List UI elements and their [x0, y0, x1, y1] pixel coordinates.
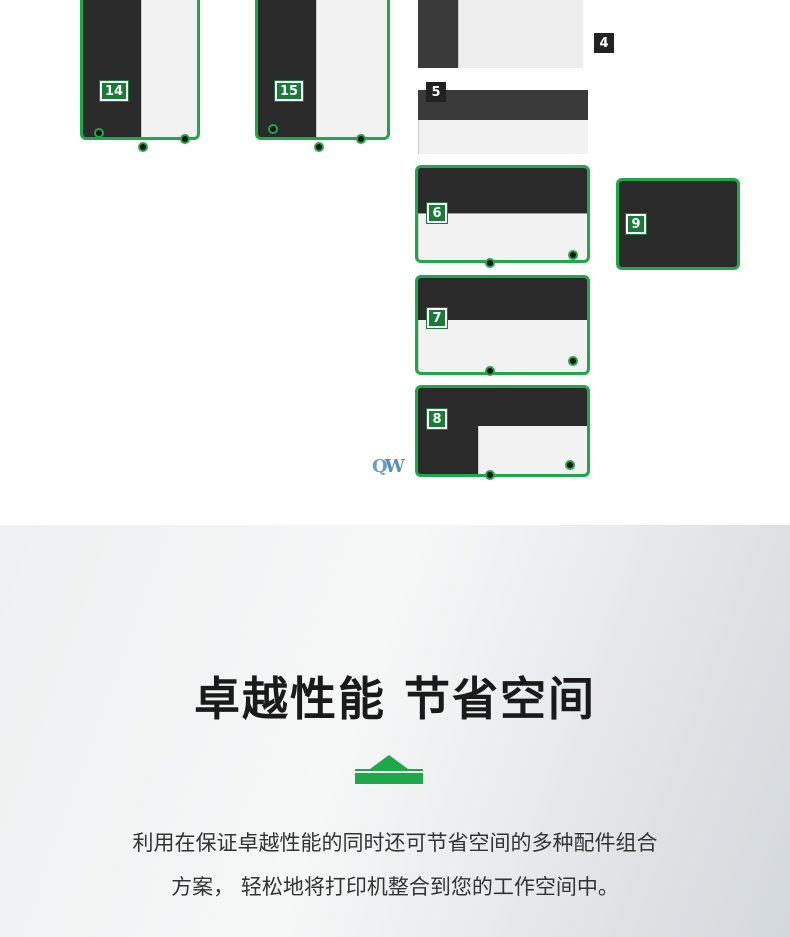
badge-14: 14	[98, 80, 130, 102]
accessory-diagram: 14 15 4 5 6 9 7 8 QW	[80, 0, 740, 480]
badge-9: 9	[625, 213, 647, 235]
accessory-tray-5	[418, 90, 588, 154]
description-line-2: 方案， 轻松地将打印机整合到您的工作空间中。	[171, 875, 619, 899]
accessory-printer-4	[418, 0, 583, 68]
accessory-cabinet-8	[415, 385, 590, 477]
accessory-finisher-15	[255, 0, 390, 140]
section-description: 利用在保证卓越性能的同时还可节省空间的多种配件组合 方案， 轻松地将打印机整合到…	[60, 821, 730, 909]
badge-15: 15	[273, 80, 305, 102]
badge-5: 5	[426, 82, 446, 102]
badge-8: 8	[426, 408, 448, 430]
feature-section: 卓越性能 节省空间 利用在保证卓越性能的同时还可节省空间的多种配件组合 方案， …	[0, 525, 790, 937]
description-line-1: 利用在保证卓越性能的同时还可节省空间的多种配件组合	[132, 831, 658, 855]
green-roof-icon	[355, 755, 423, 784]
accessory-tray-7	[415, 275, 590, 375]
watermark-logo: QW	[372, 456, 405, 477]
badge-7: 7	[426, 307, 448, 329]
accessory-finisher-14	[80, 0, 200, 140]
badge-6: 6	[426, 202, 448, 224]
badge-4: 4	[594, 33, 614, 53]
section-title: 卓越性能 节省空间	[193, 672, 596, 726]
accessory-tray-6	[415, 165, 590, 263]
